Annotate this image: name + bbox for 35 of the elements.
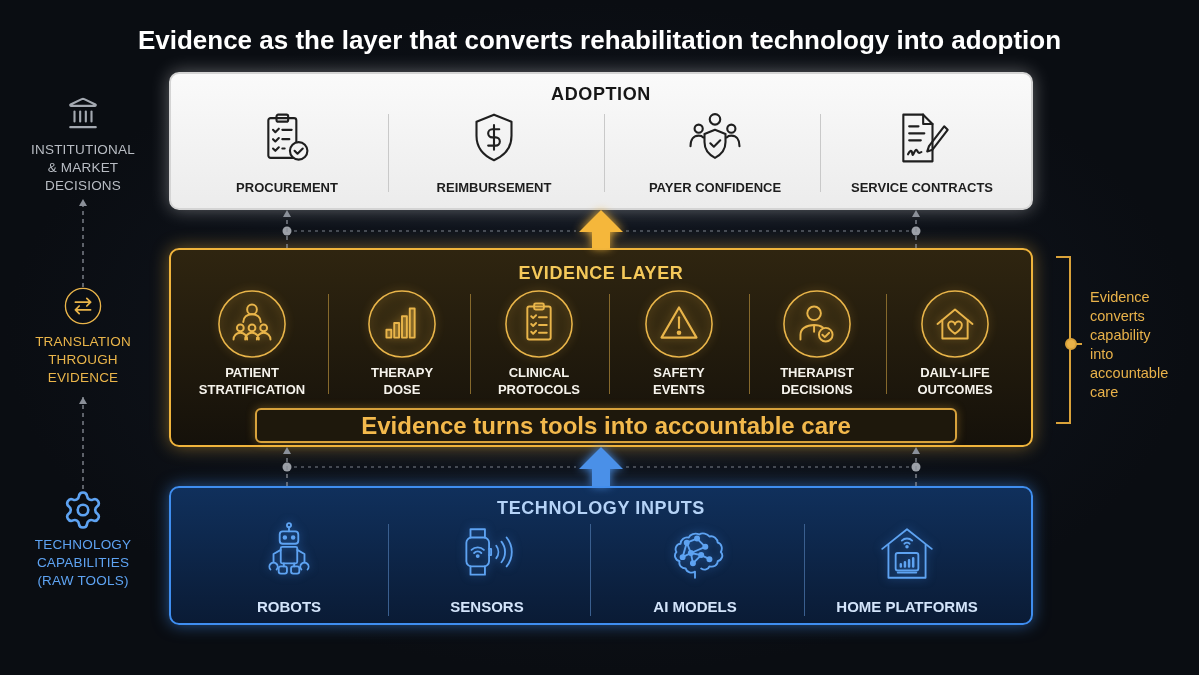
item-label: REIMBURSEMENT	[436, 180, 552, 196]
item-label: ROBOTS	[256, 598, 322, 616]
item-label: THERAPY DOSE	[369, 364, 435, 398]
panel-heading: EVIDENCE LAYER	[518, 262, 684, 284]
side-note: Evidence converts capability into accountable care	[1090, 288, 1170, 402]
side-label: TRANSLATION THROUGH EVIDENCE	[34, 333, 132, 387]
banner-text: Evidence turns tools into accountable care	[361, 411, 851, 440]
dashed-arrow	[912, 446, 920, 487]
panel-heading: TECHNOLOGY INPUTS	[497, 497, 705, 519]
dashed-arrow	[283, 446, 291, 487]
dashed-arrow	[283, 209, 291, 249]
item-label: PROCUREMENT	[236, 180, 338, 196]
dashed-arrow	[79, 198, 87, 288]
dashed-arrow	[79, 396, 87, 490]
item-label: PATIENT STRATIFICATION	[197, 364, 307, 398]
panel-heading: ADOPTION	[551, 83, 651, 105]
item-label: SENSORS	[450, 598, 524, 616]
item-label: THERAPIST DECISIONS	[779, 364, 855, 398]
section-panel	[169, 248, 1033, 447]
item-label: DAILY-LIFE OUTCOMES	[916, 364, 994, 398]
section-panel	[169, 72, 1033, 210]
item-label: HOME PLATFORMS	[836, 598, 978, 616]
block-arrow	[579, 447, 623, 486]
item-label: CLINICAL PROTOCOLS	[496, 364, 582, 398]
dashed-arrow	[912, 209, 920, 249]
section-panel	[169, 486, 1033, 625]
item-label: AI MODELS	[653, 598, 737, 616]
item-label: PAYER CONFIDENCE	[648, 180, 782, 196]
side-label: INSTITUTIONAL & MARKET DECISIONS	[30, 141, 136, 195]
title: Evidence as the layer that converts rehabilitation technology into adoption	[137, 24, 1062, 56]
banner-frame	[255, 408, 957, 443]
block-arrow	[579, 210, 623, 248]
side-label: TECHNOLOGY CAPABILITIES (RAW TOOLS)	[33, 536, 133, 590]
item-label: SAFETY EVENTS	[652, 364, 706, 398]
item-label: SERVICE CONTRACTS	[850, 180, 994, 196]
